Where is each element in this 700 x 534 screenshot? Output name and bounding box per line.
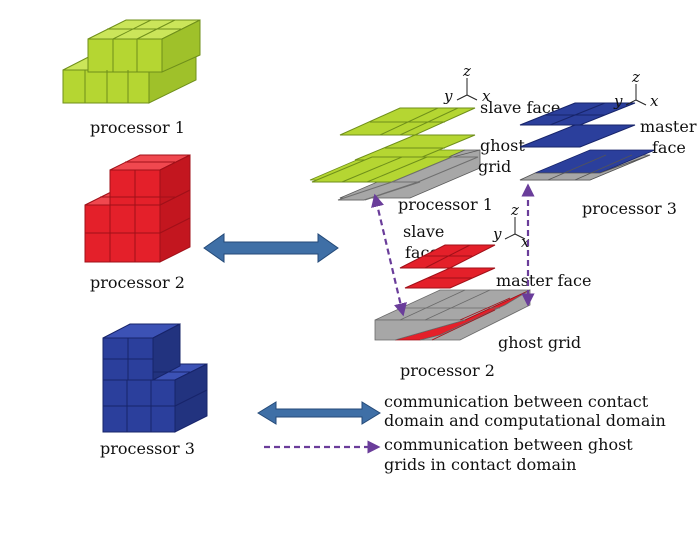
axis-y-label: y [443,87,453,105]
processor1-lower-plane [311,156,479,201]
legend-solid-text-2: domain and computational domain [384,411,666,430]
axis-z-label-mid: z [510,201,519,219]
axis-z-label: z [462,62,471,80]
ghost-grid-top-label-2: grid [478,157,511,176]
ghost-grid-top-label-1: ghost [480,136,525,155]
processor2-left-label: processor 2 [90,273,185,292]
processor3-blocks [102,323,208,433]
axis-z-label-right: z [631,68,640,86]
axis-y-label-right: y [613,92,623,110]
processor3-master-face [519,102,636,148]
axes-top-right [625,84,647,106]
processor3-ghost-plane [519,149,656,181]
master-face-label-1: master [640,117,697,136]
legend-dashed-text-2: grids in contact domain [384,455,576,474]
processor1-left-label: processor 1 [90,118,185,137]
processor1-blocks [62,19,201,104]
processor1-right-label: processor 1 [398,195,493,214]
axis-x-label-right: x [650,92,659,110]
legend-dashed-text-1: communication between ghost [384,435,633,454]
processor2-master-face [399,244,496,289]
processor2-right-label: processor 2 [400,361,495,380]
ghost-grid-bottom-label: ghost grid [498,333,581,352]
axis-y-label-mid: y [492,225,502,243]
processor3-right-label: processor 3 [582,199,677,218]
legend-solid-text-1: communication between contact [384,392,649,411]
master-face-mid-label: master face [496,271,591,290]
contact-computational-arrow [203,233,339,263]
master-face-label-2: face [652,138,686,157]
axis-x-label: x [482,87,491,105]
ghost-arrow-left [371,193,407,317]
legend-solid-arrow [257,401,381,425]
slave-face-top-label: slave face [480,98,560,117]
slave-face-mid-label-1: slave [403,222,444,241]
processor2-blocks [84,154,191,263]
axes-top-left [456,78,478,101]
processor3-left-label: processor 3 [100,439,195,458]
